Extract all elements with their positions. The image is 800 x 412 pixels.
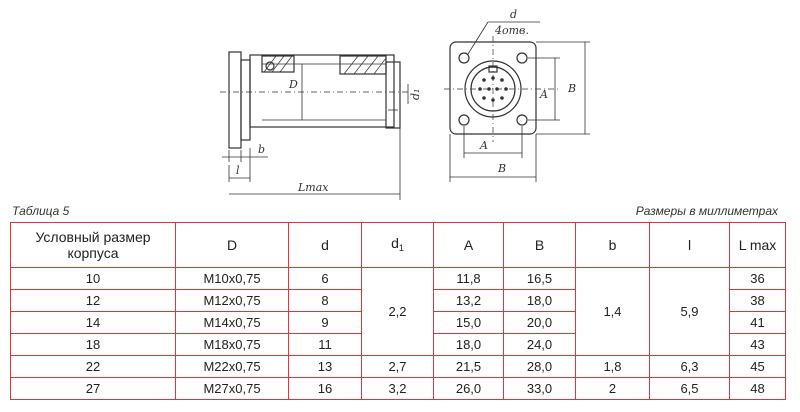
cell-d1: 3,2: [361, 377, 434, 400]
header-A: A: [433, 222, 504, 268]
body-outline: [249, 54, 395, 128]
cell-A: 13,2: [433, 289, 504, 312]
cell-B: 28,0: [503, 355, 576, 378]
table-row: 14 M14x0,75 9 15,0 20,0 41: [10, 311, 786, 334]
table-row: 18 M18x0,75 11 18,0 24,0 43: [10, 333, 786, 356]
label-l: l: [236, 164, 240, 177]
cell-A: 21,5: [433, 355, 504, 378]
cell-d1: 2,7: [361, 355, 434, 378]
label-b: b: [258, 143, 265, 156]
cell-d: 11: [288, 333, 362, 356]
cell-B: 18,0: [503, 289, 576, 312]
cell-D: M14x0,75: [175, 311, 289, 334]
cell-size: 12: [10, 289, 176, 312]
label-D: D: [288, 78, 298, 91]
table-row: 22 M22x0,75 13 2,7 21,5 28,0 1,8 6,3 45: [10, 355, 786, 378]
header-row: Условный размер корпуса D d d1 A B b l L…: [10, 222, 786, 268]
cell-B: 20,0: [503, 311, 576, 334]
cell-d: 6: [288, 267, 362, 290]
cell-A: 26,0: [433, 377, 504, 400]
flange-step: [240, 59, 251, 141]
label-B-vertical: B: [567, 82, 576, 95]
table-row: 27 M27x0,75 16 3,2 26,0 33,0 2 6,5 48: [10, 377, 786, 400]
header-d: d: [288, 222, 362, 268]
connector-technical-drawing: D d₁ b l Lmax: [220, 8, 590, 200]
cell-l-merged: 5,9: [649, 267, 730, 356]
cell-B: 16,5: [503, 267, 576, 290]
cell-d: 13: [288, 355, 362, 378]
header-Lmax: L max: [729, 222, 786, 268]
cell-size: 14: [10, 311, 176, 334]
cell-A: 11,8: [433, 267, 504, 290]
cell-b: 1,8: [575, 355, 650, 378]
cell-B: 24,0: [503, 333, 576, 356]
cell-D: M18x0,75: [175, 333, 289, 356]
cell-d1-merged: 2,2: [361, 267, 434, 356]
cell-Lmax: 38: [729, 289, 786, 312]
header-b: b: [575, 222, 650, 268]
mount-hole: [458, 114, 470, 126]
units-note: Размеры в миллиметрах: [635, 204, 778, 218]
label-holes: 4отв.: [494, 24, 529, 37]
header-d1: d1: [361, 222, 434, 268]
cell-b-merged: 1,4: [575, 267, 650, 356]
cell-d: 9: [288, 311, 362, 334]
label-B-horizontal: B: [497, 162, 506, 175]
cell-size: 27: [10, 377, 176, 400]
table-row: 10 M10x0,75 6 2,2 11,8 16,5 1,4 5,9 36: [10, 267, 786, 356]
cell-l: 6,5: [649, 377, 730, 400]
cell-b: 2: [575, 377, 650, 400]
cell-B: 33,0: [503, 377, 576, 400]
cell-Lmax: 48: [729, 377, 786, 400]
front-view: d 4отв. A B A B: [444, 8, 590, 182]
cell-D: M27x0,75: [175, 377, 289, 400]
cell-size: 10: [10, 267, 176, 290]
cell-A: 18,0: [433, 333, 504, 356]
cell-d: 8: [288, 289, 362, 312]
cell-D: M22x0,75: [175, 355, 289, 378]
cell-Lmax: 43: [729, 333, 786, 356]
cell-D: M12x0,75: [175, 289, 289, 312]
section-hatching: [261, 55, 387, 75]
dimensions-table: Условный размер корпуса D d d1 A B b l L…: [10, 222, 786, 400]
table-title: Таблица 5: [12, 204, 70, 218]
cell-size: 18: [10, 333, 176, 356]
cell-Lmax: 45: [729, 355, 786, 378]
side-view: D d₁ b l Lmax: [220, 51, 422, 200]
cell-size: 22: [10, 355, 176, 378]
table-row: 12 M12x0,75 8 13,2 18,0 38: [10, 289, 786, 312]
label-d: d: [510, 8, 517, 21]
label-A-horizontal: A: [479, 139, 488, 152]
cell-D: M10x0,75: [175, 267, 289, 290]
cell-d: 16: [288, 377, 362, 400]
label-A-vertical: A: [539, 88, 548, 101]
cell-A: 15,0: [433, 311, 504, 334]
mount-hole: [458, 52, 470, 64]
threaded-end: [385, 61, 401, 129]
cell-Lmax: 41: [729, 311, 786, 334]
header-B: B: [503, 222, 576, 268]
mount-hole: [516, 52, 528, 64]
label-d1: d₁: [409, 89, 422, 100]
header-size: Условный размер корпуса: [10, 222, 176, 268]
label-lmax: Lmax: [297, 181, 329, 194]
header-D: D: [175, 222, 289, 268]
flange-outline: [228, 51, 242, 149]
cell-Lmax: 36: [729, 267, 786, 290]
mount-hole: [516, 114, 528, 126]
cell-l: 6,3: [649, 355, 730, 378]
header-l: l: [649, 222, 730, 268]
